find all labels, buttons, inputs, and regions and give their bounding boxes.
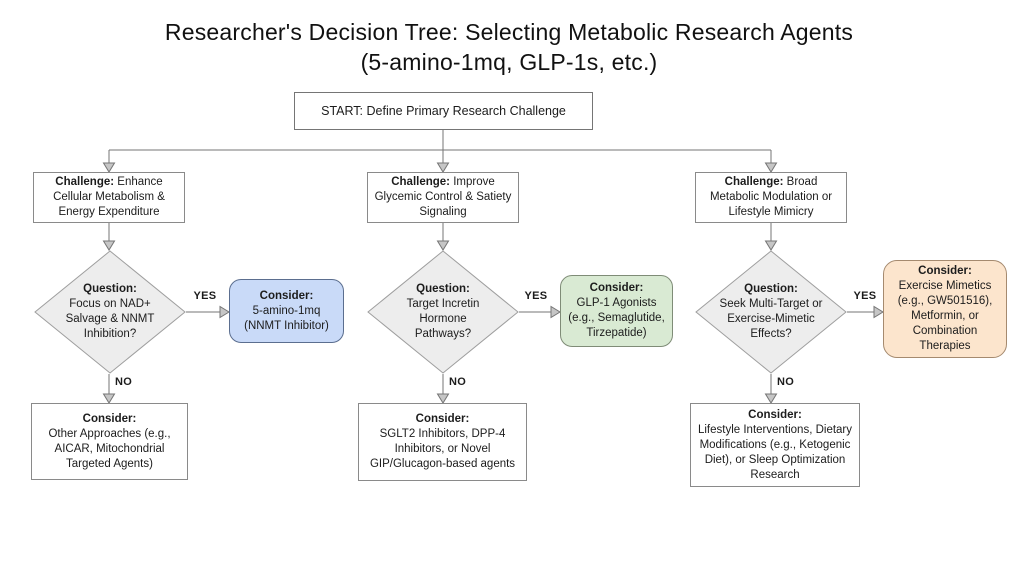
challenge-node-1-label: Challenge: Enhance Cellular Metabolism &… [40, 175, 178, 220]
arrowhead-icon [764, 240, 778, 251]
challenge-node-3: Challenge: Broad Metabolic Modulation or… [695, 172, 847, 223]
yes-result-3-label: Consider: Exercise Mimetics (e.g., GW5015… [890, 264, 1000, 354]
no-result-2-text: SGLT2 Inhibitors, DPP-4 Inhibitors, or N… [369, 428, 516, 470]
diagram-title-line2: (5-amino-1mq, GLP-1s, etc.) [360, 49, 658, 75]
yes-result-3-prefix: Consider: [918, 265, 972, 277]
challenge-2-text: Improve Glycemic Control & Satiety Signa… [374, 176, 512, 218]
yes-result-2-label: Consider: GLP-1 Agonists (e.g., Semagluti… [567, 281, 666, 341]
yes-result-node-3: Consider: Exercise Mimetics (e.g., GW5015… [883, 260, 1007, 358]
no-result-2-prefix: Consider: [415, 413, 470, 425]
yes-result-3-text: Exercise Mimetics (e.g., GW501516), Metf… [897, 280, 993, 352]
no-result-node-2: Consider: SGLT2 Inhibitors, DPP-4 Inhibit… [358, 403, 527, 481]
no-label-1: NO [115, 376, 133, 388]
no-result-1-label: Consider: Other Approaches (e.g., AICAR, … [38, 412, 181, 472]
no-result-1-prefix: Consider: [82, 412, 137, 425]
yes-result-1-label: Consider: 5-amino-1mq (NNMT Inhibitor) [236, 289, 337, 334]
yes-label-1: YES [193, 290, 217, 302]
yes-result-2-prefix: Consider: [589, 282, 644, 294]
challenge-3-text: Broad Metabolic Modulation or Lifestyle … [709, 176, 833, 218]
question-1-text: Focus on NAD+ Salvage & NNMT Inhibition? [65, 298, 155, 340]
question-1-label: Question: Focus on NAD+ Salvage & NNMT In… [34, 250, 186, 374]
no-result-3-prefix: Consider: [748, 408, 802, 421]
diagram-title-line1: Researcher's Decision Tree: Selecting Me… [164, 19, 854, 45]
no-result-3-text: Lifestyle Interventions, Dietary Modific… [697, 423, 853, 481]
diamond-shape [367, 250, 519, 374]
diamond-polygon [695, 250, 847, 374]
diamond-polygon [34, 250, 186, 374]
start-node: START: Define Primary Research Challenge [294, 92, 593, 130]
yes-label-3: YES [853, 290, 877, 302]
challenge-node-2-label: Challenge: Improve Glycemic Control & Sa… [374, 175, 512, 220]
arrowhead-icon [764, 162, 778, 173]
no-result-2-label: Consider: SGLT2 Inhibitors, DPP-4 Inhibit… [365, 412, 520, 472]
challenge-2-prefix: Challenge: [391, 176, 451, 188]
no-result-3-label: Consider: Lifestyle Interventions, Dietar… [697, 408, 853, 483]
question-3-prefix: Question: [744, 283, 798, 295]
arrowhead-icon [764, 393, 778, 404]
yes-result-2-text: GLP-1 Agonists (e.g., Semaglutide, Tirze… [568, 297, 665, 339]
arrowhead-icon [102, 240, 116, 251]
question-1-prefix: Question: [83, 283, 137, 295]
yes-result-1-text: 5-amino-1mq (NNMT Inhibitor) [244, 304, 329, 332]
arrowhead-icon [219, 305, 230, 319]
question-diamond-2: Question: Target Incretin Hormone Pathway… [367, 250, 519, 374]
arrowhead-icon [436, 393, 450, 404]
no-result-node-1: Consider: Other Approaches (e.g., AICAR, … [31, 403, 188, 480]
challenge-node-1: Challenge: Enhance Cellular Metabolism &… [33, 172, 185, 223]
no-result-1-text: Other Approaches (e.g., AICAR, Mitochond… [48, 427, 171, 470]
yes-result-node-1: Consider: 5-amino-1mq (NNMT Inhibitor) [229, 279, 344, 343]
challenge-node-2: Challenge: Improve Glycemic Control & Sa… [367, 172, 519, 223]
diamond-shape [34, 250, 186, 374]
no-result-node-3: Consider: Lifestyle Interventions, Dietar… [690, 403, 860, 487]
diamond-shape [695, 250, 847, 374]
question-diamond-1: Question: Focus on NAD+ Salvage & NNMT In… [34, 250, 186, 374]
yes-label-2: YES [524, 290, 548, 302]
arrowhead-icon [873, 305, 884, 319]
arrowhead-icon [436, 162, 450, 173]
challenge-node-3-label: Challenge: Broad Metabolic Modulation or… [702, 175, 840, 220]
challenge-1-prefix: Challenge: [55, 176, 115, 188]
no-label-3: NO [777, 376, 795, 388]
diamond-polygon [367, 250, 519, 374]
arrowhead-icon [102, 393, 116, 404]
arrowhead-icon [102, 162, 116, 173]
question-3-text: Seek Multi-Target or Exercise-Mimetic Ef… [719, 298, 823, 340]
no-label-2: NO [449, 376, 467, 388]
arrowhead-icon [436, 240, 450, 251]
connectors-group [102, 130, 884, 404]
question-diamond-3: Question: Seek Multi-Target or Exercise-M… [695, 250, 847, 374]
diagram-title: Researcher's Decision Tree: Selecting Me… [0, 17, 1018, 77]
yes-result-1-prefix: Consider: [259, 289, 314, 302]
yes-result-node-2: Consider: GLP-1 Agonists (e.g., Semagluti… [560, 275, 673, 347]
arrowhead-icon [550, 305, 561, 319]
question-2-label: Question: Target Incretin Hormone Pathway… [367, 250, 519, 374]
question-2-text: Target Incretin Hormone Pathways? [406, 298, 480, 340]
start-node-label: START: Define Primary Research Challenge [321, 103, 566, 118]
challenge-1-text: Enhance Cellular Metabolism & Energy Exp… [53, 176, 165, 218]
question-2-prefix: Question: [416, 283, 470, 295]
challenge-3-prefix: Challenge: [724, 176, 784, 188]
question-3-label: Question: Seek Multi-Target or Exercise-M… [695, 250, 847, 374]
